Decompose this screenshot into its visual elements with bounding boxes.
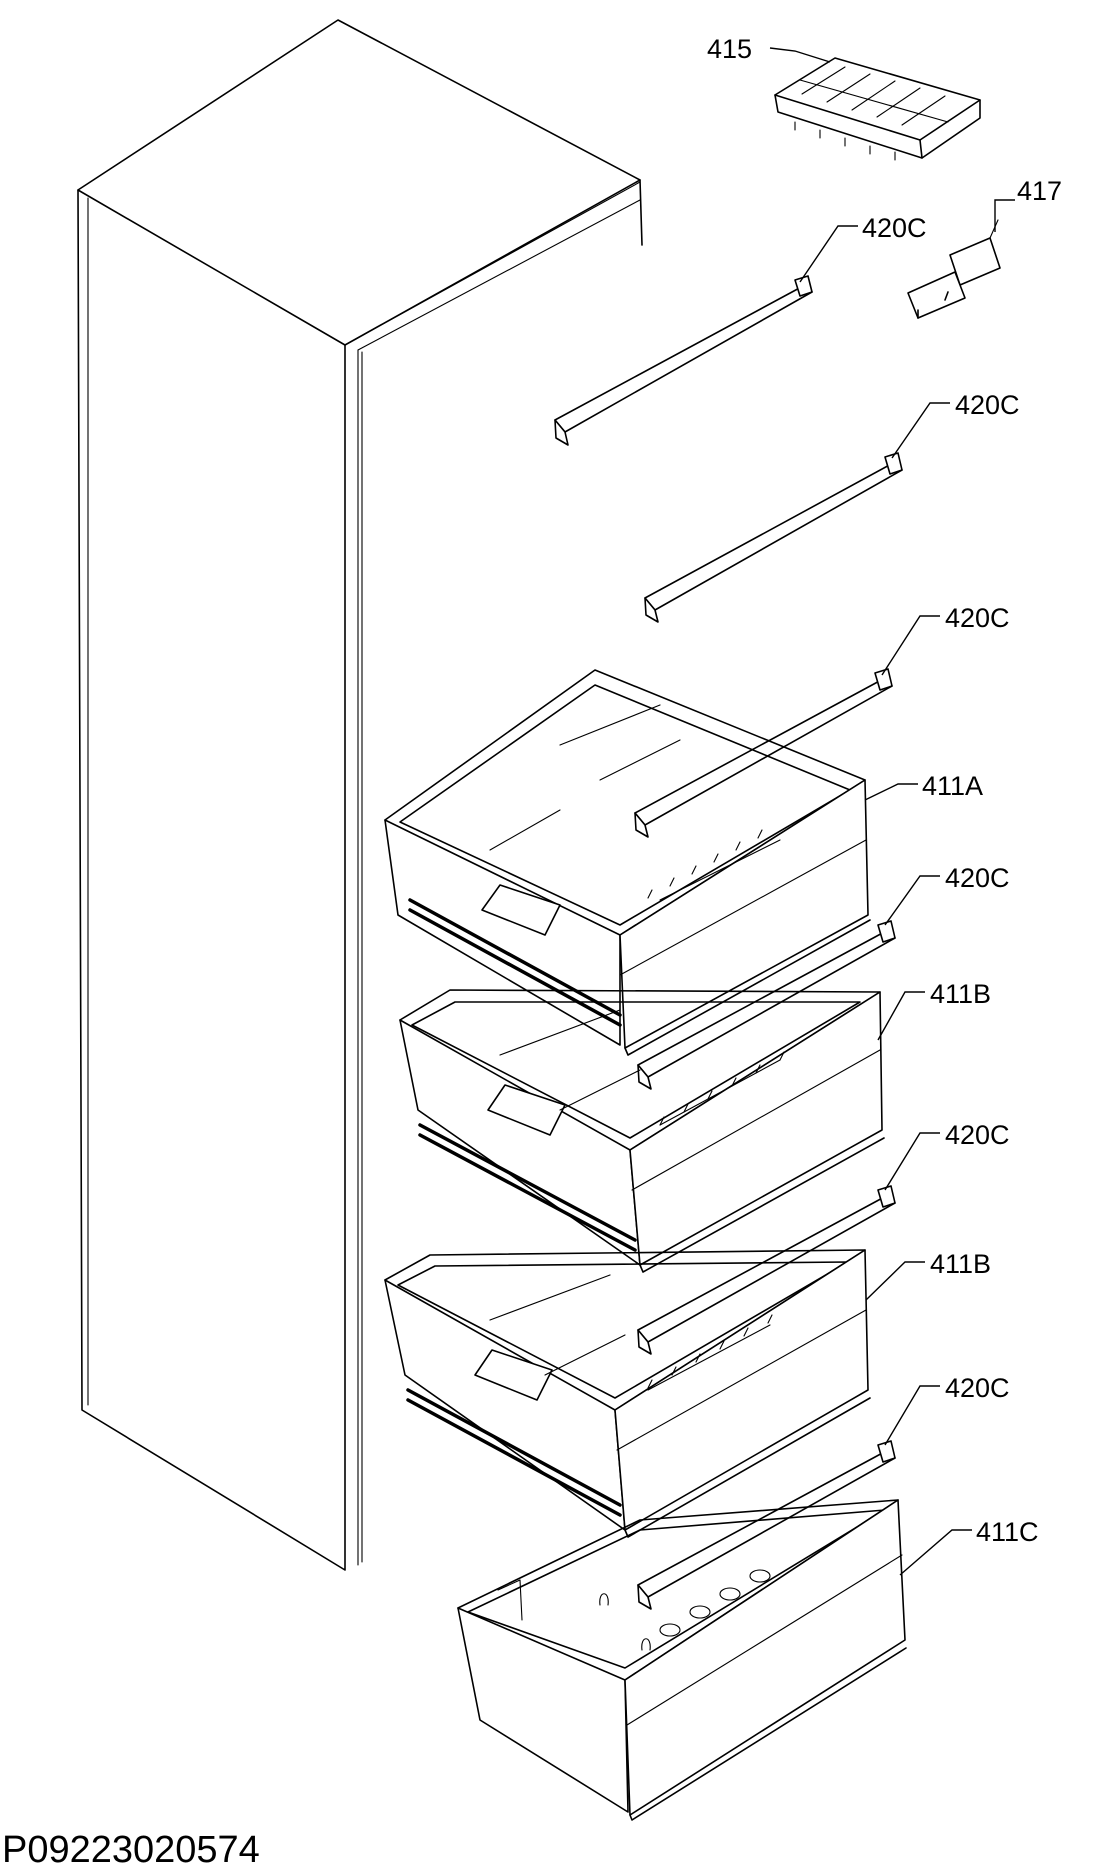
drawer [457,1499,907,1821]
part-label-411c: 411C [976,1517,1039,1547]
leader-line [884,1132,940,1191]
leader-line [994,199,1015,232]
part-label-411b: 411B [930,1249,991,1279]
drawer [384,669,871,1056]
shelf-rail [637,1185,896,1355]
shelf-rail [637,1440,896,1610]
drawer [384,1249,871,1538]
part-label-411a: 411A [922,771,983,801]
leader-line [864,783,918,801]
shelf-rail [644,452,903,623]
leader-line [769,47,831,63]
part-label-420c: 420C [945,863,1010,893]
appliance-cabinet [77,19,643,1571]
part-label-417: 417 [1017,176,1062,206]
part-label-420c: 420C [945,1373,1010,1403]
leader-line [799,225,858,283]
leader-line [884,875,940,926]
shelf-rail [634,668,893,838]
leader-line [865,1261,925,1301]
bracket-part [907,219,1001,319]
shelf-rail [637,920,896,1090]
leader-line [891,402,950,459]
part-label-411b: 411B [930,979,991,1009]
part-label-420c: 420C [955,390,1020,420]
leader-line [884,1385,940,1446]
part-label-420c: 420C [945,1120,1010,1150]
drawing-code: P09223020574 [2,1829,260,1871]
shelf-rail [554,275,813,446]
part-label-420c: 420C [945,603,1010,633]
drawer [399,989,885,1273]
part-label-420c: 420C [862,213,927,243]
part-label-415: 415 [707,34,752,64]
ice-tray [774,57,981,161]
leader-line [877,991,925,1041]
leader-line [881,615,940,676]
leader-line [899,1529,972,1576]
